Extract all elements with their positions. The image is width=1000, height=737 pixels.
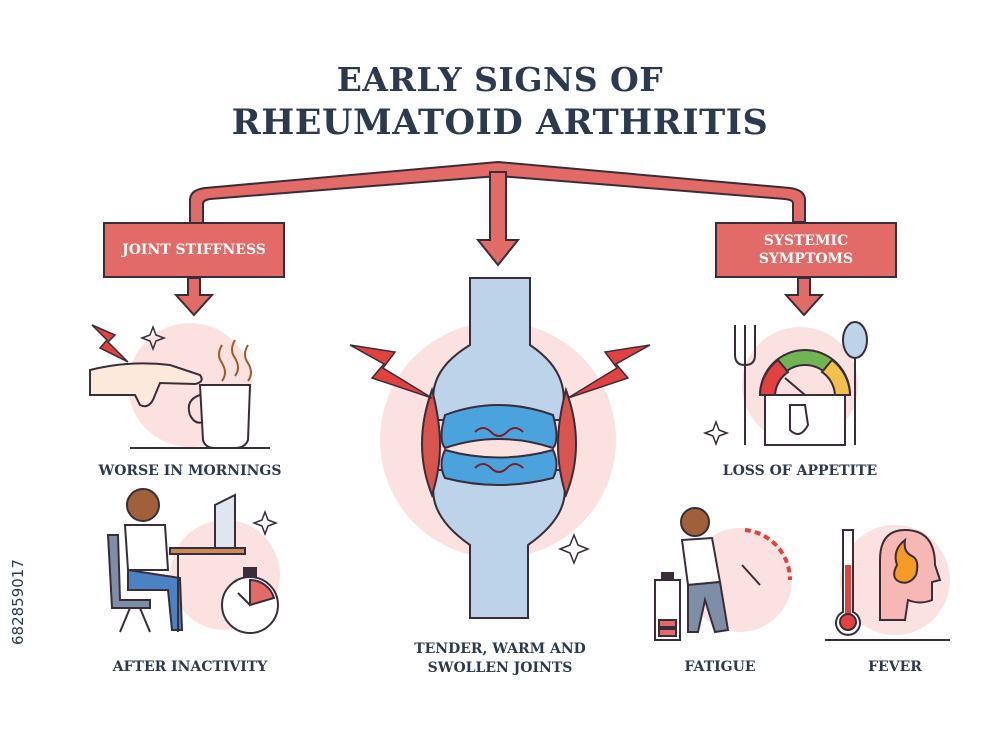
down-arrow-right xyxy=(783,277,825,317)
pain-bolt-left-icon xyxy=(349,344,433,399)
label-swollen-joints-line-2: SWOLLEN JOINTS xyxy=(427,660,573,676)
pain-bolt-right-icon xyxy=(567,344,651,399)
label-fatigue: FATIGUE xyxy=(684,659,756,675)
sparkle-appetite-icon xyxy=(702,419,730,447)
down-arrow-left xyxy=(173,277,215,317)
sparkle-mornings-icon xyxy=(139,324,167,352)
label-fever: FEVER xyxy=(868,659,922,675)
sparkle-joint-icon xyxy=(557,532,591,566)
label-swollen-joints: TENDER, WARM AND SWOLLEN JOINTS xyxy=(380,640,620,678)
joint-stiffness-box: JOINT STIFFNESS xyxy=(103,222,285,278)
fatigue-person-icon xyxy=(654,507,793,641)
pain-bolt-hand-icon xyxy=(91,324,129,363)
systemic-symptoms-box: SYSTEMIC SYMPTOMS xyxy=(715,222,897,278)
stock-id-watermark: 682859017 xyxy=(9,559,27,645)
clock-icon xyxy=(221,567,279,634)
hand-cup-icon xyxy=(89,339,270,449)
stock-id-text: 682859017 xyxy=(9,559,27,645)
person-desk-icon xyxy=(106,488,246,633)
label-worse-in-mornings: WORSE IN MORNINGS xyxy=(98,463,282,479)
label-after-inactivity: AFTER INACTIVITY xyxy=(112,659,268,675)
title-line-1: EARLY SIGNS OF xyxy=(336,60,664,99)
knee-joint-icon xyxy=(421,277,577,619)
label-swollen-joints-line-1: TENDER, WARM AND xyxy=(414,641,586,657)
label-loss-of-appetite: LOSS OF APPETITE xyxy=(722,463,878,479)
title-line-2: RHEUMATOID ARTHRITIS xyxy=(231,102,769,143)
sparkle-inactivity-icon xyxy=(251,509,279,537)
appetite-gauge-icon xyxy=(734,321,868,446)
fever-thermometer-icon xyxy=(825,528,950,641)
